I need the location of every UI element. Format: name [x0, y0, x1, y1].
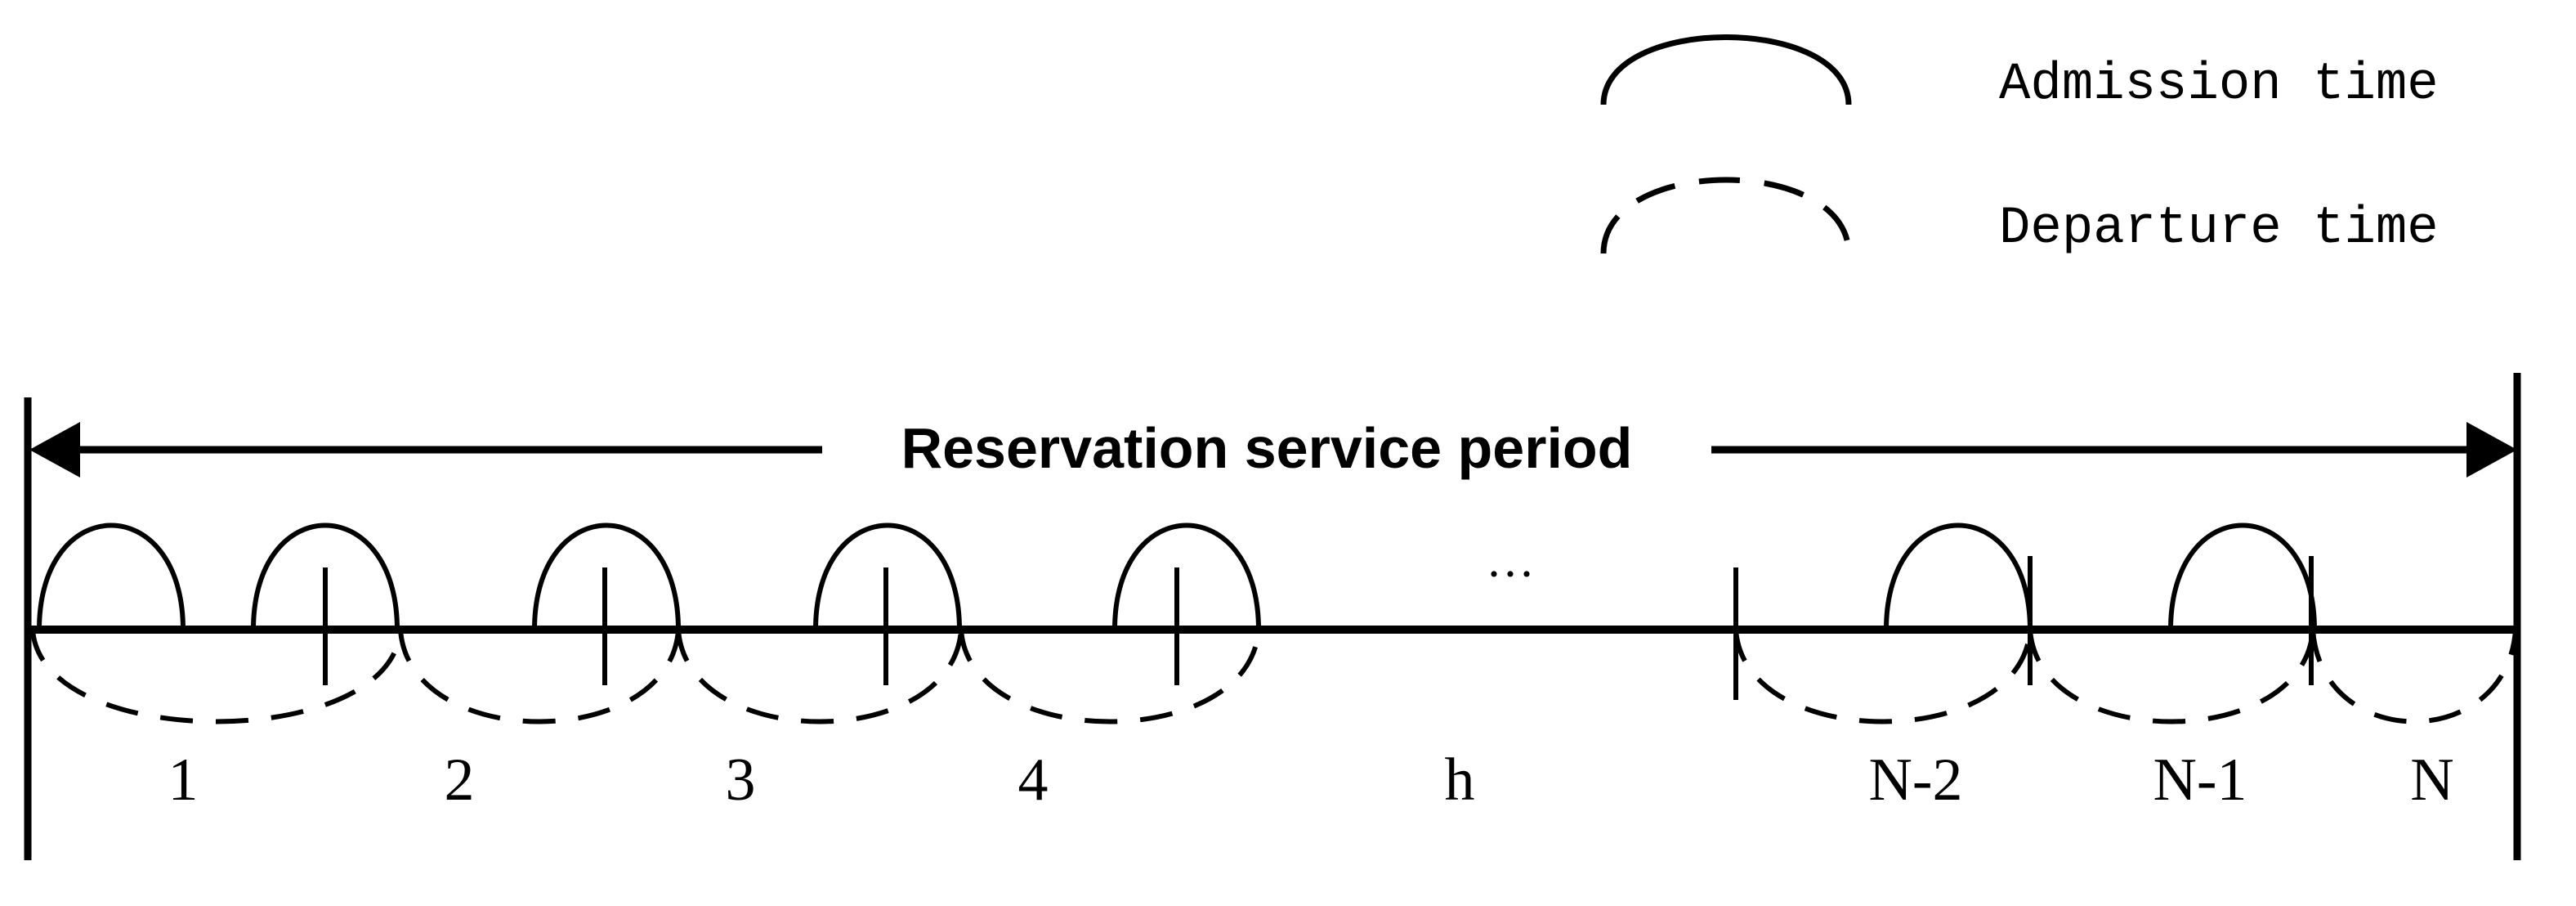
- departure-arc: [676, 629, 964, 724]
- admission-arc: [2168, 523, 2317, 630]
- admission-arc: [251, 523, 400, 630]
- slot-label-2: 2: [445, 747, 475, 814]
- slot-labels: 1 2 3 4 h N-2 N-1 N: [168, 747, 2454, 814]
- departure-arc: [959, 629, 1261, 724]
- slot-label-3: 3: [726, 747, 756, 814]
- admission-arc: [813, 523, 962, 630]
- legend-departure-arc: [1600, 177, 1852, 254]
- ellipsis-marker: ···: [1486, 547, 1535, 601]
- legend-departure-label: Departure time: [1999, 200, 2439, 258]
- legend: Admission time Departure time: [1600, 34, 2439, 258]
- admission-arcs: [37, 523, 2317, 630]
- slot-label-h: h: [1445, 747, 1475, 814]
- period-arrow-right-head: [2466, 422, 2517, 478]
- departure-arcs: [30, 629, 2518, 724]
- legend-admission-label: Admission time: [1999, 56, 2439, 114]
- departure-arc: [1733, 629, 2033, 724]
- period-label: Reservation service period: [901, 416, 1633, 480]
- departure-arc: [2310, 629, 2518, 724]
- admission-arc: [1112, 523, 1261, 630]
- departure-arc: [2028, 629, 2315, 724]
- slot-label-n: N: [2410, 747, 2453, 814]
- slot-label-n-2: N-2: [1868, 747, 1962, 814]
- slot-label-4: 4: [1018, 747, 1049, 814]
- departure-arc: [30, 629, 403, 724]
- period-arrow: Reservation service period: [29, 416, 2517, 480]
- slot-label-n-1: N-1: [2153, 747, 2247, 814]
- admission-arc: [37, 523, 186, 630]
- admission-arc: [532, 523, 681, 630]
- slot-dividers: [323, 556, 2314, 700]
- departure-arc: [398, 629, 681, 724]
- admission-arc: [1884, 523, 2033, 630]
- slot-label-1: 1: [168, 747, 199, 814]
- legend-admission-arc: [1600, 34, 1852, 105]
- period-arrow-left-head: [29, 422, 80, 478]
